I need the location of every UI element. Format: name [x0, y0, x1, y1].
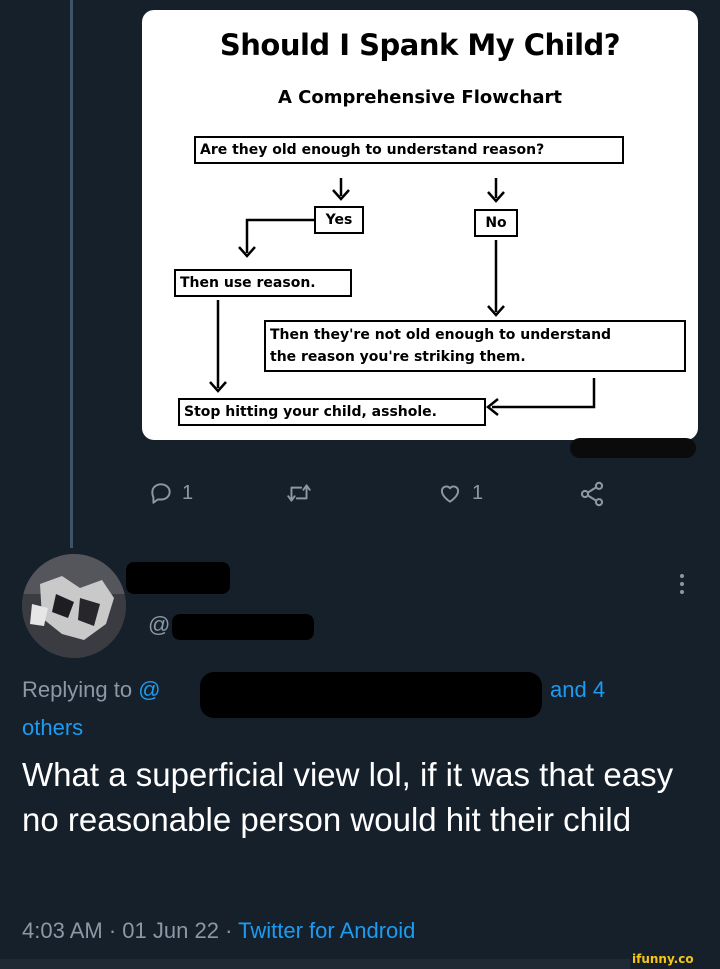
arrow-not-old-to-stop	[492, 378, 596, 409]
mention-link[interactable]: @	[138, 677, 161, 702]
reply-count: 1	[182, 481, 194, 504]
question-box: Are they old enough to understand reason…	[194, 136, 624, 164]
meta-separator: ·	[225, 918, 233, 943]
more-options-button[interactable]	[672, 568, 692, 598]
more-dot	[680, 590, 684, 594]
reply-button[interactable]: 1	[148, 480, 193, 506]
more-dot	[680, 582, 684, 586]
avatar[interactable]	[22, 554, 126, 658]
avatar-image	[22, 554, 126, 658]
handle-prefix: @	[148, 612, 171, 637]
replying-to-line: Replying to @	[22, 677, 161, 703]
meta-separator: ·	[108, 918, 117, 943]
not-old-enough-line-1: Then they're not old enough to understan…	[270, 327, 612, 343]
flowchart-image[interactable]: Should I Spank My Child? A Comprehensive…	[142, 10, 698, 440]
retweet-icon	[287, 484, 311, 502]
redacted-handle	[172, 614, 314, 640]
share-button[interactable]	[578, 480, 606, 508]
redaction-smudge	[570, 438, 696, 458]
others-link[interactable]: others	[22, 715, 84, 740]
tweet-time: 4:03 AM	[22, 918, 103, 943]
share-icon	[580, 481, 604, 507]
arrow-yes-to-reason	[245, 218, 314, 253]
flowchart-title: Should I Spank My Child?	[219, 28, 621, 62]
yes-box: Yes	[314, 206, 364, 234]
reply-text: What a superficial view lol, if it was t…	[22, 756, 674, 838]
and-others-link[interactable]: and 4	[550, 677, 606, 702]
stop-box: Stop hitting your child, asshole.	[178, 398, 486, 426]
no-box: No	[474, 209, 518, 237]
tweet-date: 01 Jun 22	[122, 918, 219, 943]
tweet-source-link[interactable]: Twitter for Android	[238, 918, 416, 943]
more-dot	[680, 574, 684, 578]
bottom-strip	[0, 959, 630, 969]
replying-to-label: Replying to	[22, 677, 133, 702]
tweet-meta: 4:03 AM · 01 Jun 22 · Twitter for Androi…	[22, 918, 415, 944]
not-old-enough-box: Then they're not old enough to understan…	[264, 320, 686, 372]
flowchart-connectors	[209, 178, 596, 416]
use-reason-box: Then use reason.	[174, 269, 352, 297]
tweet-actions-bar: 1 1	[0, 470, 720, 520]
reply-icon	[151, 483, 171, 504]
ifunny-watermark: ifunny.co	[632, 952, 694, 966]
not-old-enough-line-2: the reason you're striking them.	[270, 349, 526, 365]
like-count: 1	[472, 481, 484, 504]
like-button[interactable]: 1	[436, 480, 483, 506]
heart-icon	[440, 485, 460, 503]
thread-connector-line	[70, 0, 73, 548]
retweet-button[interactable]	[285, 480, 313, 506]
redacted-mentions	[200, 672, 542, 718]
redacted-display-name	[126, 562, 230, 594]
flowchart-subtitle: A Comprehensive Flowchart	[277, 87, 562, 108]
